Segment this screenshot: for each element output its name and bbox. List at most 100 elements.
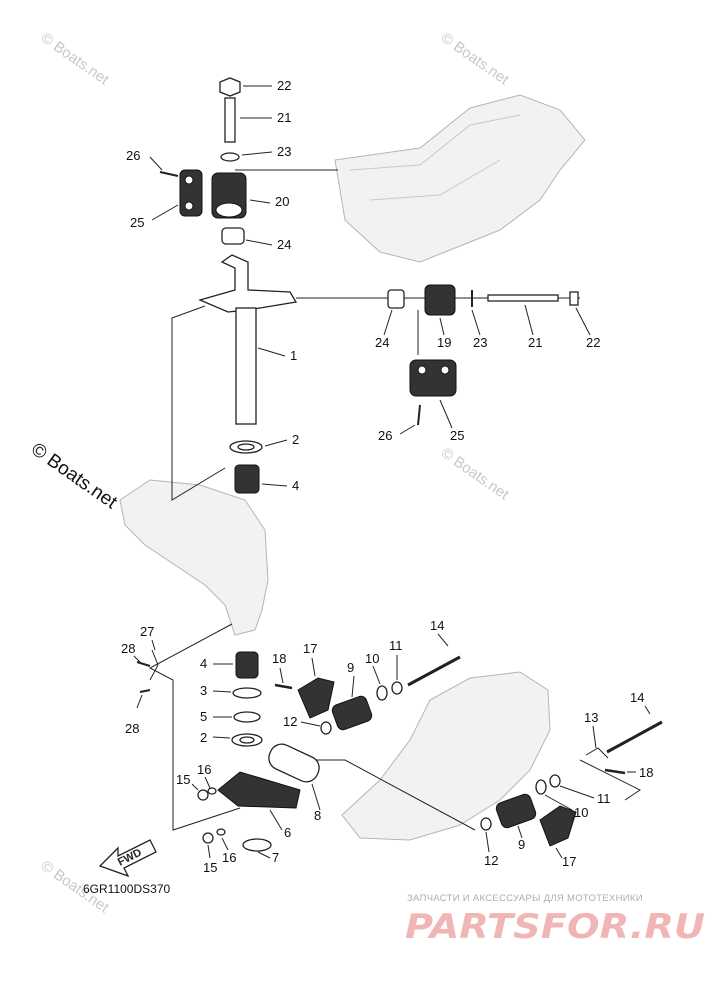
swivel-bracket-ghost <box>334 94 586 263</box>
callout-18-upper: 18 <box>272 651 286 666</box>
callout-14-upper: 14 <box>430 618 444 633</box>
callout-21-right: 21 <box>528 335 542 350</box>
part-5-ring[interactable] <box>213 711 261 723</box>
callout-27: 27 <box>140 624 154 639</box>
part-26-screw-top-left[interactable] <box>149 156 179 177</box>
part-15-nut-upper[interactable] <box>191 783 209 801</box>
part-24-bushing-right[interactable] <box>383 289 405 336</box>
part-25-clamp-top-left[interactable] <box>151 169 203 221</box>
part-19-bushing-right[interactable] <box>424 284 456 336</box>
callout-15-lower: 15 <box>203 860 217 875</box>
watermark-mid-right: © Boats.net <box>438 444 513 503</box>
callout-28-lower: 28 <box>125 721 139 736</box>
callout-14-right: 14 <box>630 690 644 705</box>
part-25-clamp-mid[interactable] <box>409 359 457 429</box>
callout-24-top: 24 <box>277 237 291 252</box>
part-26-screw-mid[interactable] <box>399 404 421 435</box>
callout-22-right: 22 <box>586 335 600 350</box>
callout-23-right: 23 <box>473 335 487 350</box>
part-15-nut-lower[interactable] <box>202 832 214 859</box>
part-28-pin-lower[interactable] <box>136 689 151 709</box>
lower-housing-ghost <box>341 671 551 841</box>
callout-22-top: 22 <box>277 78 291 93</box>
callout-5: 5 <box>200 709 207 724</box>
part-3-ring[interactable] <box>212 687 262 699</box>
part-21-bolt-top[interactable] <box>224 97 272 143</box>
callout-10-right: 10 <box>574 805 588 820</box>
callout-18-right: 18 <box>639 765 653 780</box>
part-9-bushing-upper[interactable] <box>331 675 374 731</box>
callout-13: 13 <box>584 710 598 725</box>
callout-17-right: 17 <box>562 854 576 869</box>
callout-17-upper: 17 <box>303 641 317 656</box>
callout-3: 3 <box>200 683 207 698</box>
callout-10-upper: 10 <box>365 651 379 666</box>
part-1-steering-shaft[interactable] <box>198 254 298 425</box>
diagram-code: 6GR1100DS370 <box>83 882 170 896</box>
part-12-washer-right[interactable] <box>480 817 492 853</box>
part-17-mount-upper[interactable] <box>297 657 335 719</box>
part-18-bolt-right[interactable] <box>604 768 636 775</box>
callout-6: 6 <box>284 825 291 840</box>
fwd-arrow-icon: FWD <box>98 839 157 878</box>
callout-26-top: 26 <box>126 148 140 163</box>
part-6-steering-arm[interactable] <box>217 771 301 831</box>
part-21-bolt-right[interactable] <box>487 294 559 336</box>
part-16-washer-lower[interactable] <box>216 828 229 851</box>
callout-23-top: 23 <box>277 144 291 159</box>
assembly-guide-lines <box>148 169 641 831</box>
part-13-cotter-pin[interactable] <box>585 725 609 759</box>
callout-11-upper: 11 <box>389 638 403 653</box>
part-4-bushing-upper[interactable] <box>234 464 288 494</box>
callout-2-lower: 2 <box>200 730 207 745</box>
callout-21-top: 21 <box>277 110 291 125</box>
callout-28-upper: 28 <box>121 641 135 656</box>
part-12-washer-upper[interactable] <box>300 721 332 735</box>
part-28-pin-upper[interactable] <box>133 655 151 667</box>
callout-12-right: 12 <box>484 853 498 868</box>
brand-logo-text: PARTSFOR.RU <box>405 907 705 947</box>
part-24-bushing-small-top[interactable] <box>221 227 273 246</box>
part-18-bolt-upper[interactable] <box>274 667 293 690</box>
callout-12-upper: 12 <box>283 714 297 729</box>
part-9-bushing-right[interactable] <box>495 793 538 839</box>
part-10-washer-upper[interactable] <box>372 665 388 701</box>
part-2-washer-lower[interactable] <box>212 733 263 747</box>
part-16-washer-upper[interactable] <box>204 776 217 795</box>
part-4-bushing-lower[interactable] <box>213 651 259 679</box>
callout-26-mid: 26 <box>378 428 392 443</box>
part-8-plate[interactable] <box>265 740 323 811</box>
part-20-bushing-top[interactable] <box>211 172 271 219</box>
callout-2-upper: 2 <box>292 432 299 447</box>
watermark-top-left: © Boats.net <box>38 29 113 88</box>
callout-9-right: 9 <box>518 837 525 852</box>
callout-4-upper: 4 <box>292 478 299 493</box>
callout-24-right: 24 <box>375 335 389 350</box>
part-11-nut-upper[interactable] <box>391 655 403 695</box>
callout-16-upper: 16 <box>197 762 211 777</box>
part-23-washer-right[interactable] <box>471 290 481 336</box>
callout-labels: 22 21 23 26 20 25 24 24 19 23 21 22 1 26… <box>121 78 653 875</box>
brand-tagline: ЗАПЧАСТИ И АКСЕССУАРЫ ДЛЯ МОТОТЕХНИКИ <box>407 893 643 904</box>
callout-19: 19 <box>437 335 451 350</box>
watermark-top-right: © Boats.net <box>438 29 513 88</box>
part-22-nut-right[interactable] <box>569 291 591 336</box>
part-23-washer-top[interactable] <box>220 151 273 162</box>
callout-16-lower: 16 <box>222 850 236 865</box>
part-2-washer-upper[interactable] <box>229 439 288 454</box>
part-14-bolt-upper[interactable] <box>407 633 461 687</box>
part-22-nut-top[interactable] <box>219 77 272 97</box>
part-10-washer-right[interactable] <box>535 779 573 811</box>
callout-25-mid: 25 <box>450 428 464 443</box>
part-7-washer[interactable] <box>242 838 272 859</box>
part-11-nut-right[interactable] <box>549 774 595 799</box>
callout-7: 7 <box>272 850 279 865</box>
part-27-cotter-pin[interactable] <box>149 639 159 681</box>
callout-9-upper: 9 <box>347 660 354 675</box>
part-17-mount-right[interactable] <box>539 805 577 859</box>
part-14-bolt-right[interactable] <box>606 705 663 754</box>
callout-4-lower: 4 <box>200 656 207 671</box>
callout-20: 20 <box>275 194 289 209</box>
